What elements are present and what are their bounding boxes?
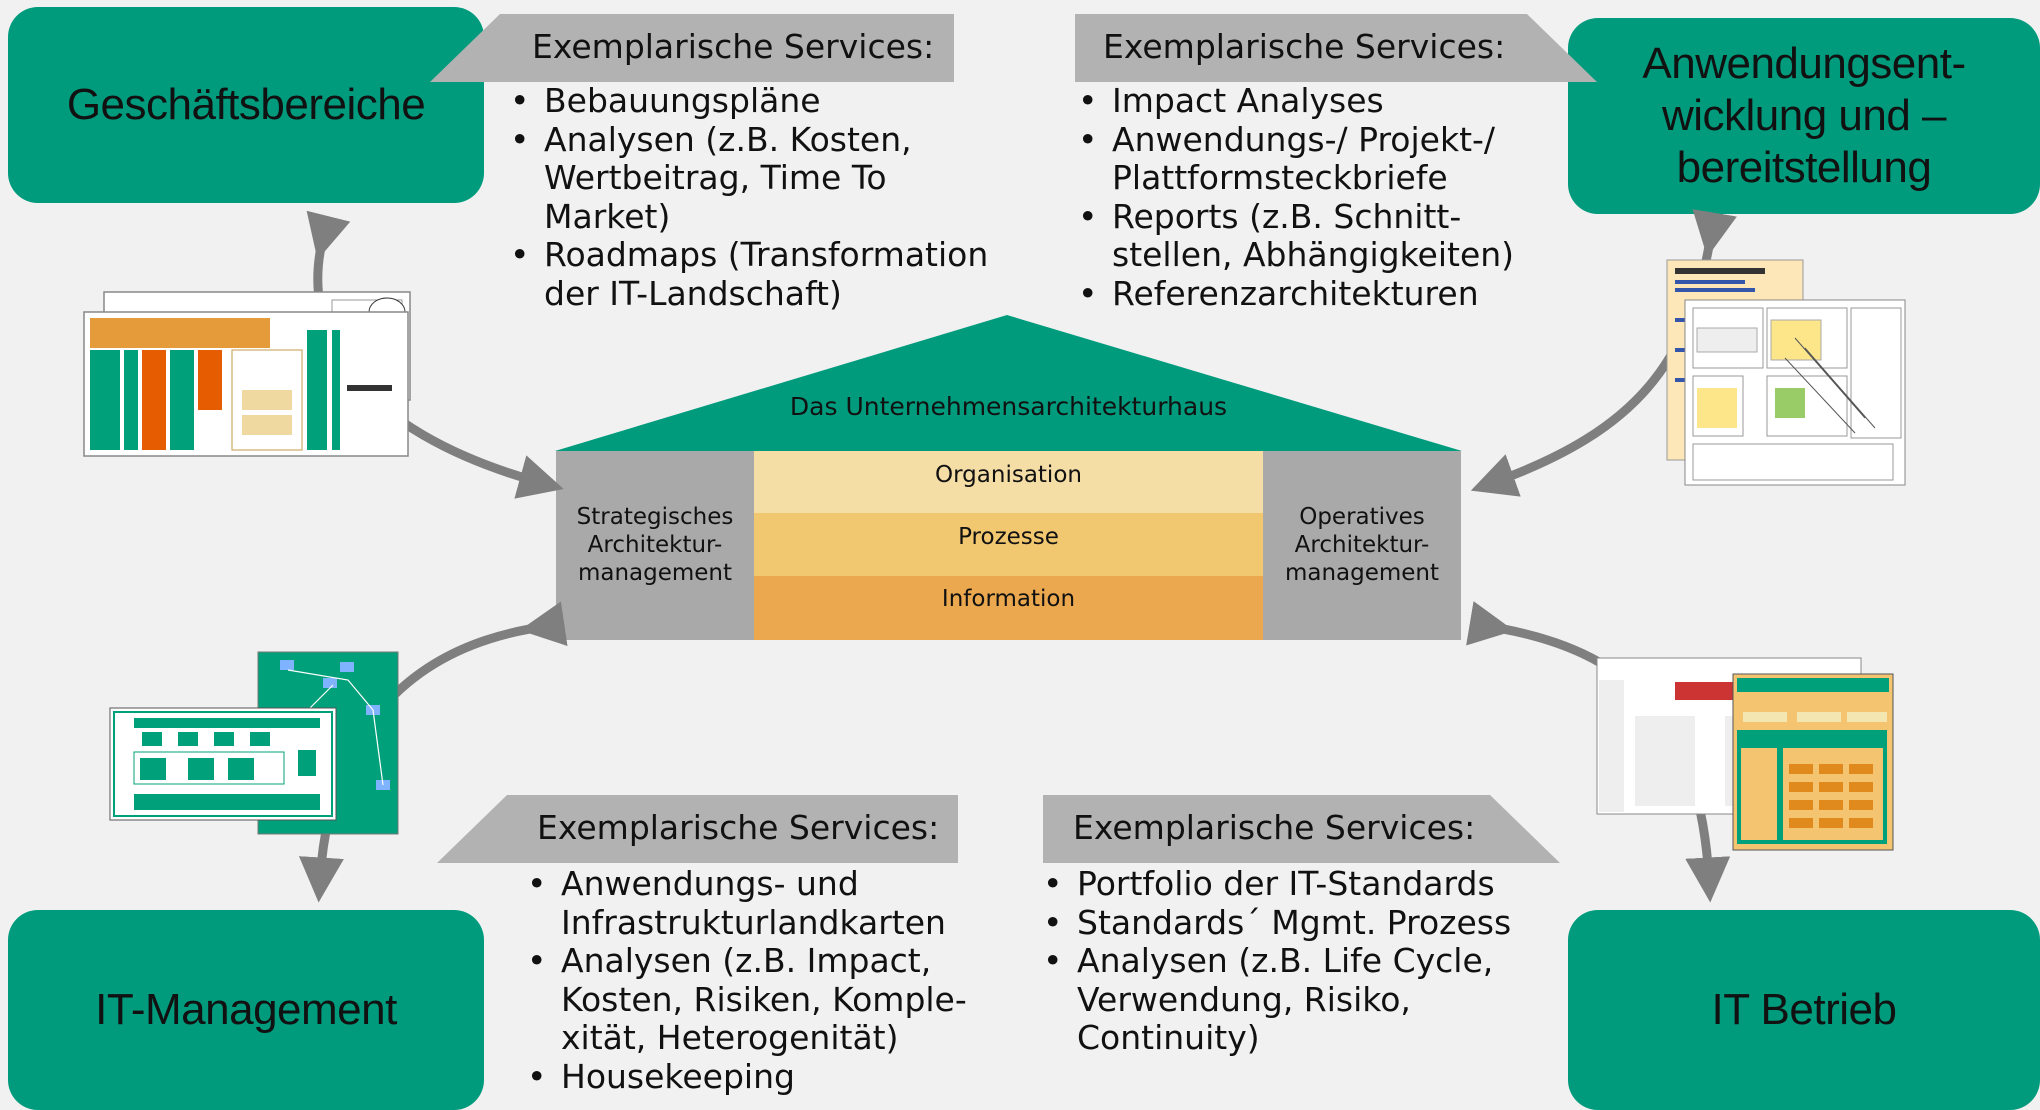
services-header-top-left: Exemplarische Services:	[430, 14, 954, 82]
box-it-betrieb: IT Betrieb	[1568, 910, 2040, 1110]
layer-prozesse-label: Prozesse	[958, 524, 1059, 550]
thumbnail-network-diagram	[109, 651, 399, 835]
list-item: Analysen (z.B. Impact,Kosten, Risiken, K…	[527, 941, 967, 1058]
list-item: Housekeeping	[527, 1057, 967, 1097]
house-left-pillar	[556, 451, 754, 640]
header-banner-shape	[1075, 14, 1597, 82]
layer-information	[754, 576, 1263, 640]
list-item: Standards´ Mgmt. Prozess	[1043, 903, 1511, 943]
box-it-betrieb-label: IT Betrieb	[1711, 985, 1897, 1034]
layer-prozesse	[754, 513, 1263, 576]
list-item: Analysen (z.B. Life Cycle,Verwendung, Ri…	[1043, 941, 1511, 1058]
list-item: Impact Analyses	[1078, 81, 1514, 121]
thumbnail-standards-portfolio	[1596, 657, 1894, 851]
header-banner-shape	[1043, 795, 1560, 863]
layer-organisation	[754, 451, 1263, 513]
services-list-bottom-right: Portfolio der IT-Standards Standards´ Mg…	[1037, 864, 1511, 1058]
box-anwendungsentwicklung: Anwendungsent- wicklung und – bereitstel…	[1568, 18, 2040, 214]
box-geschaeftsbereiche: Geschäftsbereiche	[8, 7, 484, 203]
services-header-bottom-left-text: Exemplarische Services:	[537, 808, 940, 847]
house-roof-title: Das Unternehmensarchitekturhaus	[789, 392, 1228, 421]
services-header-bottom-right: Exemplarische Services:	[1043, 795, 1560, 863]
list-item: Referenzarchitekturen	[1078, 274, 1514, 314]
box-geschaeftsbereiche-label: Geschäftsbereiche	[66, 80, 426, 129]
box-anwendungsentwicklung-line1: Anwendungsent-	[1642, 39, 1966, 88]
house-right-pillar	[1263, 451, 1461, 640]
list-item: Bebauungspläne	[510, 81, 988, 121]
thumbnail-specification-docs	[1666, 259, 1906, 486]
box-it-management-label: IT-Management	[95, 985, 397, 1034]
header-banner-shape	[430, 14, 954, 82]
box-anwendungsentwicklung-line3: bereitstellung	[1676, 143, 1932, 192]
list-item: Portfolio der IT-Standards	[1043, 864, 1511, 904]
architecture-house	[555, 315, 1462, 640]
box-it-management: IT-Management	[8, 910, 484, 1110]
list-item: Anwendungs-/ Projekt-/Plattformsteckbrie…	[1078, 120, 1514, 198]
services-header-bottom-right-text: Exemplarische Services:	[1073, 808, 1476, 847]
services-header-top-right-text: Exemplarische Services:	[1103, 27, 1506, 66]
services-header-top-left-text: Exemplarische Services:	[532, 27, 935, 66]
services-header-top-right: Exemplarische Services:	[1075, 14, 1597, 82]
house-roof	[555, 315, 1462, 451]
services-list-top-right: Impact Analyses Anwendungs-/ Projekt-/Pl…	[1072, 81, 1514, 314]
list-item: Analysen (z.B. Kosten,Wertbeitrag, Time …	[510, 120, 988, 237]
box-anwendungsentwicklung-line2: wicklung und –	[1661, 91, 1947, 140]
thumbnail-landscape-map	[83, 291, 411, 457]
layer-information-label: Information	[941, 586, 1076, 612]
layer-organisation-label: Organisation	[935, 462, 1082, 488]
list-item: Reports (z.B. Schnitt-stellen, Abhängigk…	[1078, 197, 1514, 275]
services-list-top-left: Bebauungspläne Analysen (z.B. Kosten,Wer…	[504, 81, 988, 313]
